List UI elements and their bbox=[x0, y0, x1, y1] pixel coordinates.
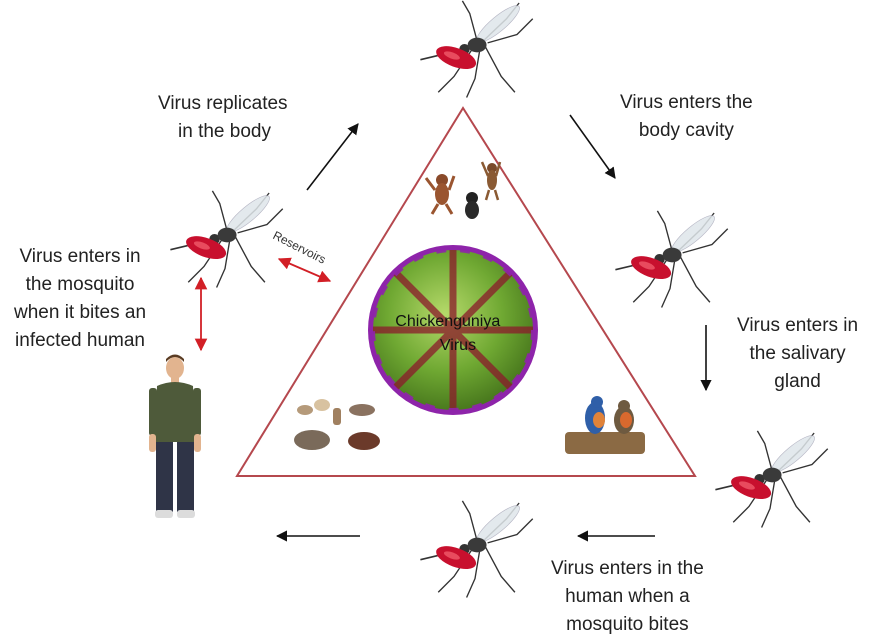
step-line: the mosquito bbox=[14, 271, 146, 299]
mosquito-icon bbox=[615, 211, 727, 308]
step-line: when it bites an bbox=[14, 299, 146, 327]
monkey-icon bbox=[465, 192, 479, 219]
monkey-icon bbox=[426, 174, 454, 214]
arrow-body-cavity bbox=[570, 115, 615, 178]
mosquito-icon bbox=[420, 501, 532, 598]
step-line: Virus replicates bbox=[158, 90, 288, 118]
step-human-bite-label: Virus enters in the human when a mosquit… bbox=[551, 555, 704, 639]
rodent-icon bbox=[294, 399, 380, 450]
step-line: the salivary bbox=[737, 340, 858, 368]
step-line: human when a bbox=[551, 583, 704, 611]
step-mosquito-infection-label: Virus enters in the mosquito when it bit… bbox=[14, 243, 146, 355]
step-replicates-label: Virus replicates in the body bbox=[158, 90, 288, 146]
step-line: mosquito bites bbox=[551, 611, 704, 639]
bird-icon bbox=[565, 396, 645, 454]
step-salivary-label: Virus enters in the salivary gland bbox=[737, 312, 858, 396]
step-line: Virus enters in the bbox=[551, 555, 704, 583]
step-line: Virus enters in bbox=[737, 312, 858, 340]
virus-particle-icon bbox=[368, 245, 538, 415]
human-figure-icon bbox=[149, 355, 201, 519]
arrow-replicate bbox=[307, 124, 358, 190]
virus-label-line: Chickenguniya bbox=[395, 313, 500, 330]
step-line: Virus enters the bbox=[620, 89, 753, 117]
reservoirs-label: Reservoirs bbox=[271, 228, 328, 267]
step-line: gland bbox=[737, 368, 858, 396]
step-line: body cavity bbox=[620, 117, 753, 145]
virus-label-line: Virus bbox=[440, 337, 476, 354]
step-line: in the body bbox=[158, 118, 288, 146]
mosquito-icon bbox=[715, 431, 827, 528]
mosquito-icon bbox=[170, 191, 282, 288]
step-line: Virus enters in bbox=[14, 243, 146, 271]
monkey-icon bbox=[482, 162, 500, 200]
step-line: infected human bbox=[14, 327, 146, 355]
mosquito-icon bbox=[420, 1, 532, 98]
step-body-cavity-label: Virus enters the body cavity bbox=[620, 89, 753, 145]
